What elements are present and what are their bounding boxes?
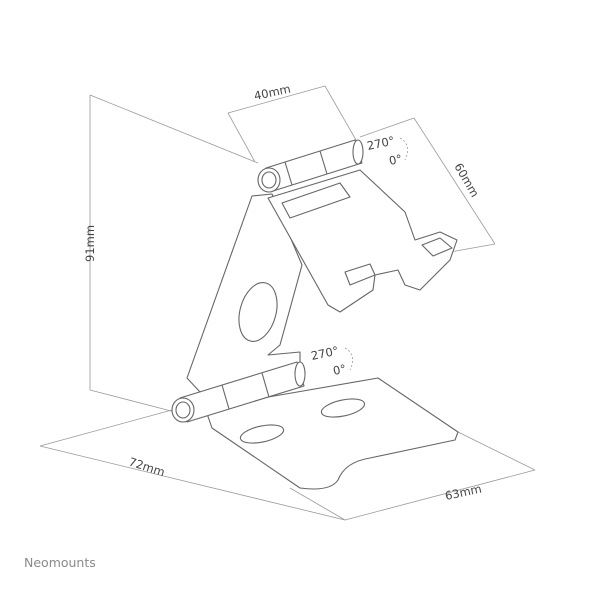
rotation-arrow-lower-icon <box>344 347 353 371</box>
lower-hinge <box>171 361 306 423</box>
upper-rotation-max: 270° <box>366 133 396 152</box>
dim-support-depth-label: 60mm <box>451 161 482 200</box>
support-lip-left <box>344 263 376 286</box>
back-plate-hole <box>238 282 278 342</box>
dim-hinge-width-label: 40mm <box>253 82 292 103</box>
upper-rotation-min: 0° <box>388 152 404 168</box>
phone-support-plate <box>267 169 458 313</box>
base-hole-left <box>239 424 285 444</box>
dim-base-width-label: 63mm <box>444 482 483 503</box>
support-lip-right <box>421 237 453 257</box>
dim-base-depth-label: 72mm <box>127 455 167 480</box>
base-plate <box>204 377 459 490</box>
upper-hinge <box>257 139 364 193</box>
base-hole-right <box>320 398 366 418</box>
lower-rotation-max: 270° <box>310 343 340 362</box>
dim-height-label: 91mm <box>83 225 97 262</box>
lower-rotation-min: 0° <box>332 362 348 378</box>
support-slot <box>281 182 351 219</box>
dimension-lines <box>39 85 536 521</box>
brand-logo-text: Neomounts <box>24 555 96 570</box>
